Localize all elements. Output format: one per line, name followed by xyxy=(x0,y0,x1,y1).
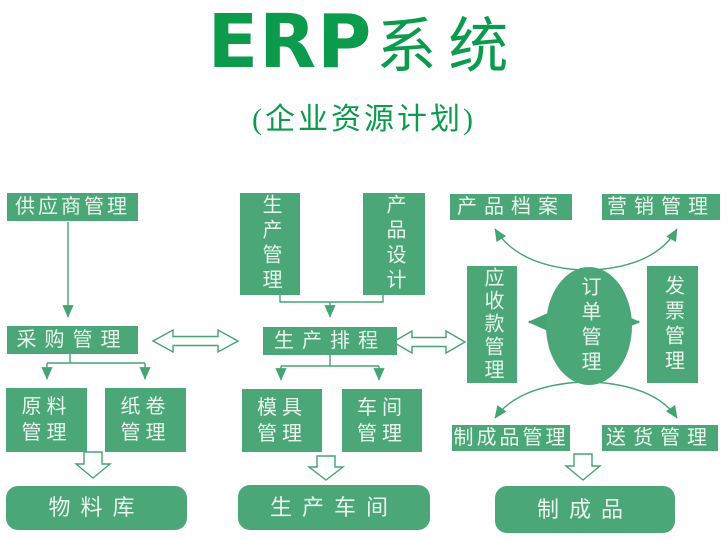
node-delivery-management: 送货管理 xyxy=(602,425,718,451)
curved-arrow-order-to-archive xyxy=(494,228,582,271)
connector-production-design-to-scheduling xyxy=(279,295,384,318)
node-order-management: 订单管理 xyxy=(546,267,632,385)
curved-arrow-order-to-delivery xyxy=(592,381,678,419)
double-arrow-scheduling-receivables xyxy=(391,329,467,355)
node-workshop-management: 车间管理 xyxy=(342,389,422,452)
block-arrow-to-production-workshop xyxy=(306,455,346,481)
node-material-warehouse: 物料库 xyxy=(6,486,187,530)
block-arrow-to-finished-goods xyxy=(564,453,602,481)
double-arrow-purchasing-scheduling xyxy=(151,328,240,354)
node-invoice-management: 发票管理 xyxy=(647,266,698,383)
node-production-workshop: 生产车间 xyxy=(238,485,430,530)
node-raw-material-management: 原料管理 xyxy=(6,388,87,452)
page-title: ERP系统 xyxy=(0,2,728,87)
node-mold-management: 模具管理 xyxy=(242,389,322,452)
title-system: 系统 xyxy=(376,14,521,80)
node-product-archive: 产品档案 xyxy=(450,194,572,220)
connector-purchasing-branch xyxy=(41,354,151,380)
node-finished-goods-management: 制成品管理 xyxy=(452,425,570,451)
node-production-scheduling: 生产排程 xyxy=(263,327,397,355)
node-supplier-management: 供应商管理 xyxy=(7,193,138,221)
node-production-management: 生产管理 xyxy=(240,193,300,295)
node-paper-roll-management: 纸卷管理 xyxy=(105,388,186,452)
node-product-design: 产品设计 xyxy=(363,193,425,295)
curved-arrow-order-to-marketing xyxy=(592,228,678,271)
node-purchasing-management: 采购管理 xyxy=(7,326,138,354)
node-finished-goods: 制成品 xyxy=(495,486,675,533)
page-subtitle: (企业资源计划) xyxy=(252,103,476,136)
node-receivables-management: 应收款管理 xyxy=(467,266,517,383)
connector-scheduling-branch xyxy=(275,355,385,381)
title-erp: ERP xyxy=(207,0,373,85)
node-marketing-management: 营销管理 xyxy=(602,194,720,220)
curved-arrow-order-to-finished-goods-mgmt xyxy=(494,381,582,419)
block-arrow-to-material-warehouse xyxy=(74,451,112,479)
